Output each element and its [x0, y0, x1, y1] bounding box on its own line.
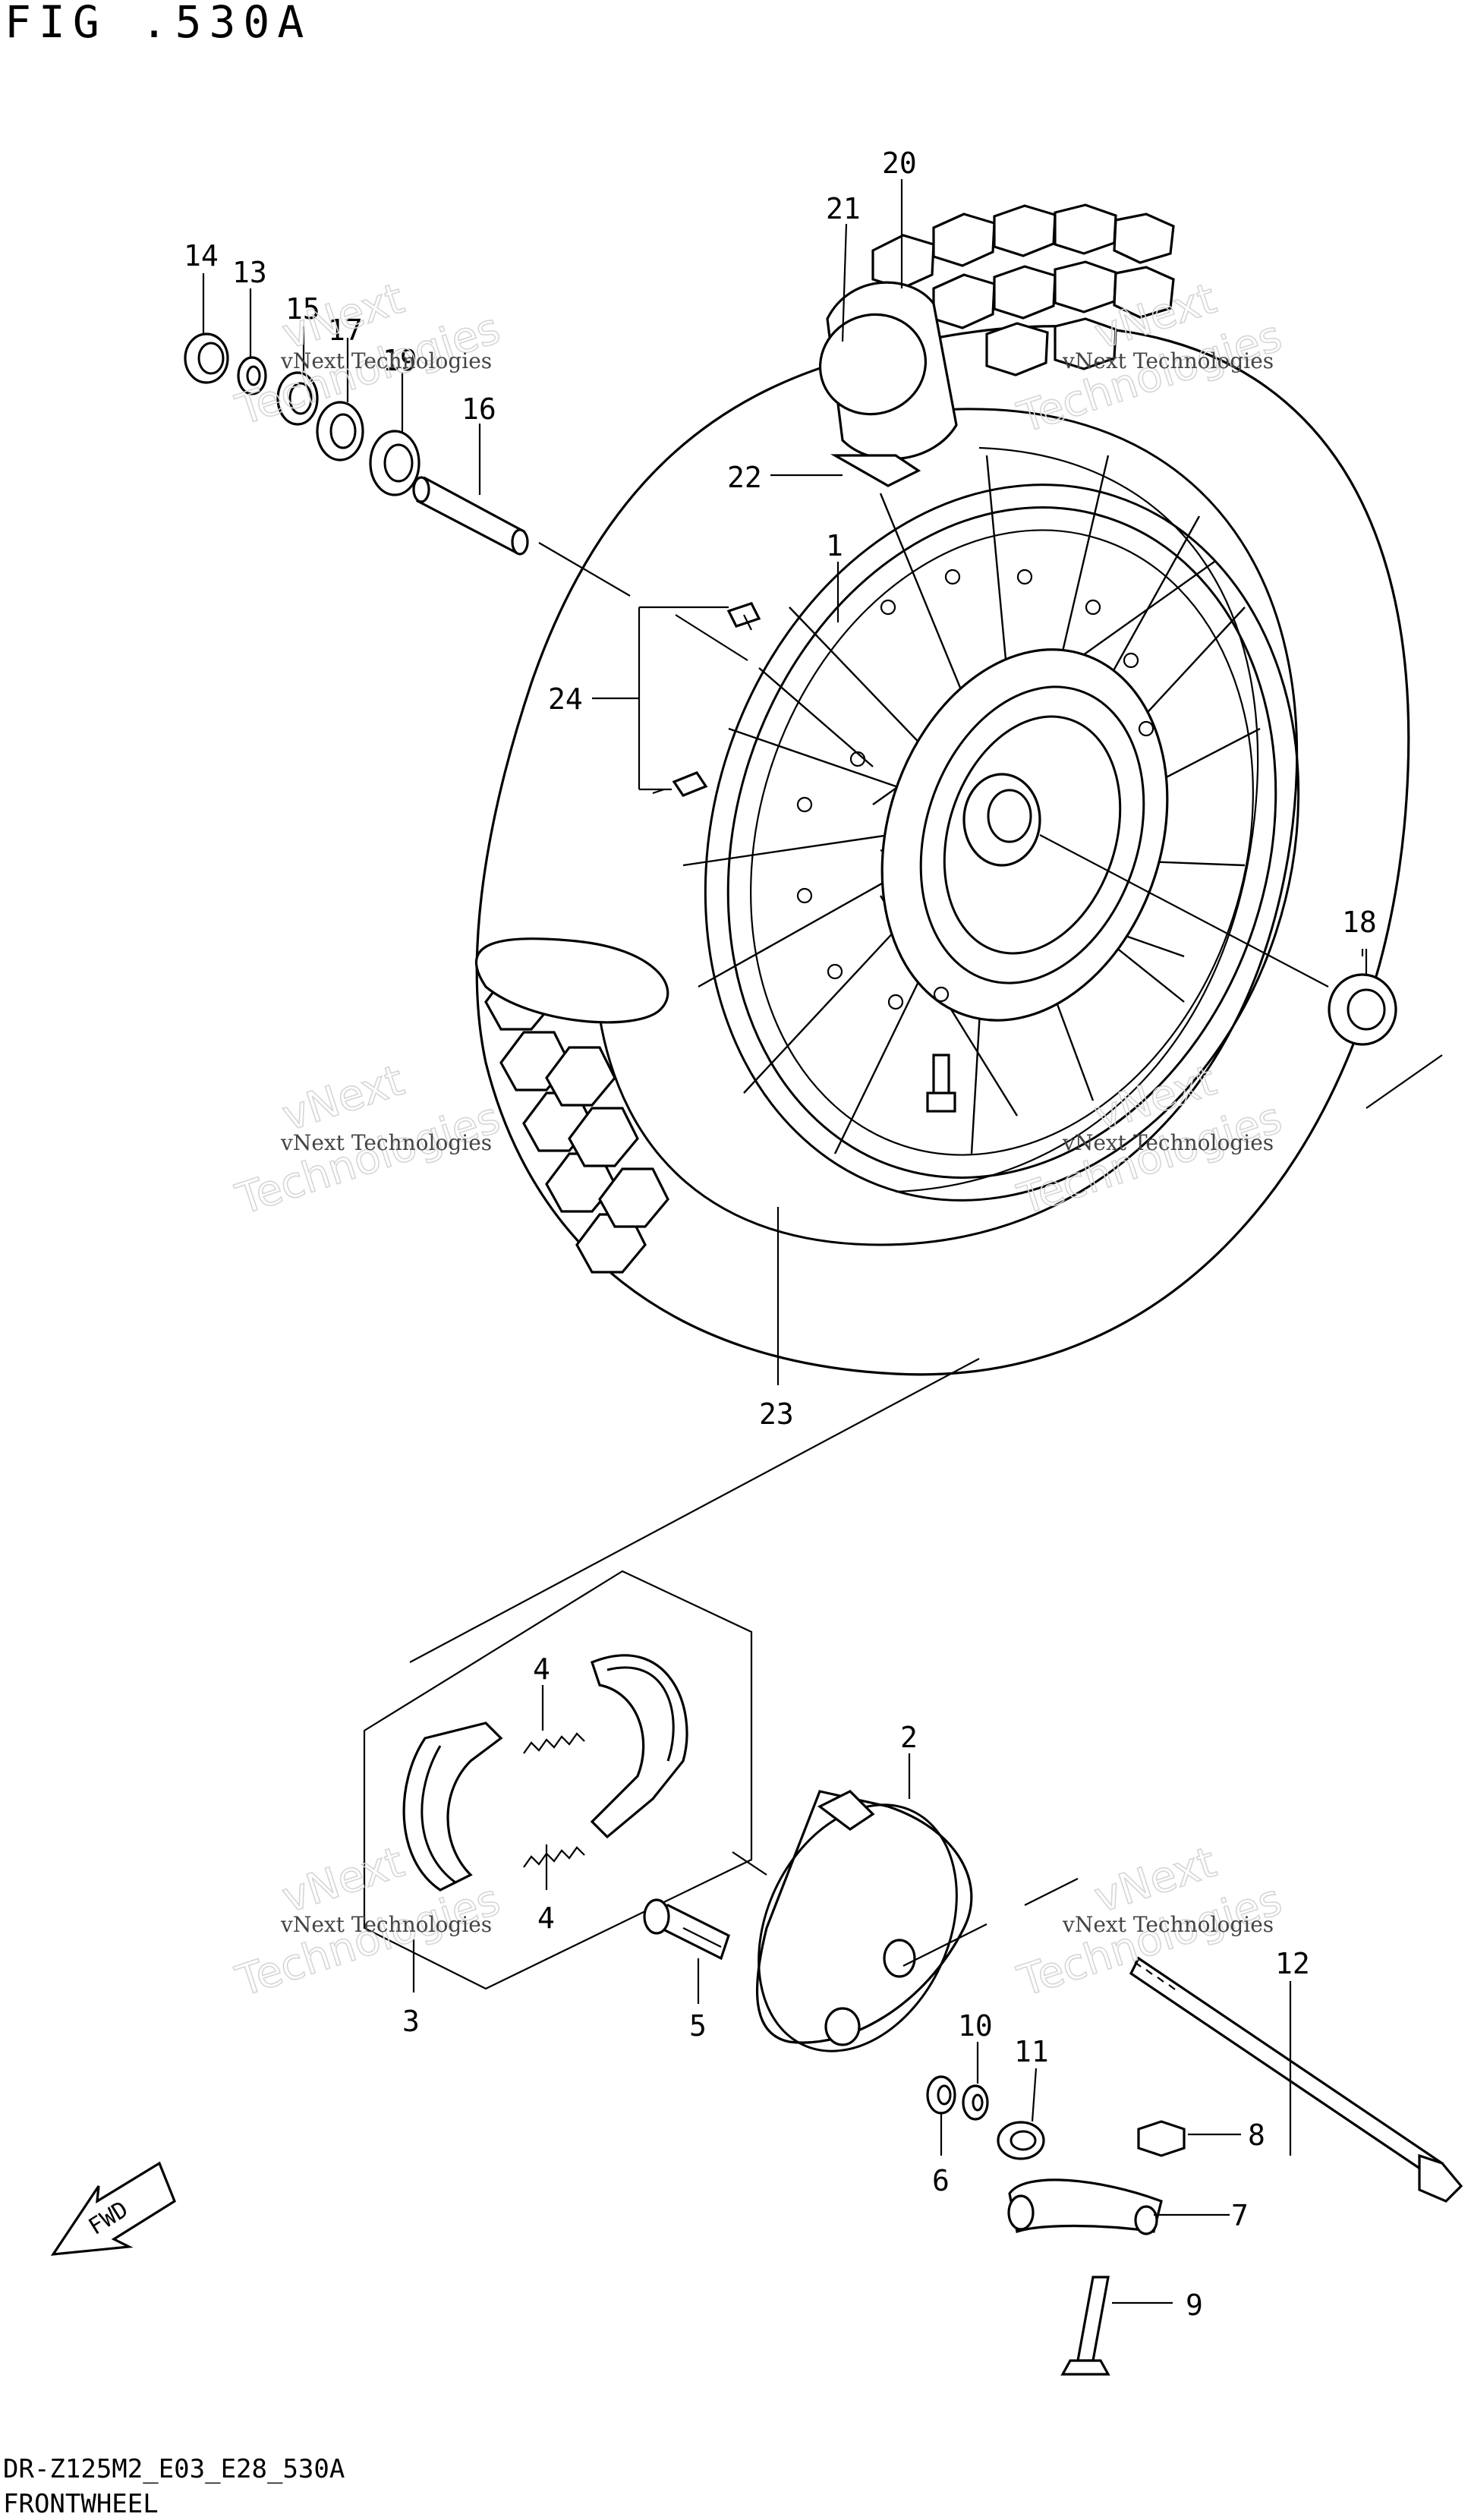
bolt-9: [1060, 2276, 1110, 2376]
hub: [796, 569, 1169, 1022]
figure-name: FRONTWHEEL: [3, 2489, 159, 2519]
callout-7: 7: [1231, 2199, 1249, 2232]
callout-16: 16: [461, 392, 496, 426]
callout-24: 24: [548, 682, 583, 716]
callout-3: 3: [402, 2005, 420, 2038]
callout-2: 2: [900, 1721, 918, 1754]
callout-21: 21: [826, 192, 861, 225]
callout-15: 15: [285, 292, 320, 326]
cam-5: [643, 1898, 730, 1961]
fwd-arrow-icon: FWD: [50, 2161, 176, 2256]
callout-8: 8: [1248, 2118, 1265, 2152]
watermark-5: vNext Technologies: [280, 1912, 492, 1937]
watermark-1: vNext Technologies: [280, 348, 492, 373]
bearing-18: [1328, 973, 1397, 1046]
nut-8: [1137, 2120, 1186, 2157]
tread-top: [871, 203, 1175, 376]
bearing-17: [316, 401, 364, 461]
watermark-2: vNext Technologies: [1062, 348, 1274, 373]
brake-shoe-left: [402, 1721, 503, 1892]
leader-lines: [202, 179, 1443, 2304]
dust-seal-14: [184, 332, 229, 384]
callout-17: 17: [328, 313, 363, 347]
spring-upper: [523, 1732, 585, 1754]
clip-11: [997, 2121, 1045, 2160]
callout-4-lower: 4: [537, 1901, 555, 1935]
washer-6: [926, 2075, 956, 2115]
figure-code: DR-Z125M2_E03_E28_530A: [3, 2454, 345, 2484]
watermark-4: vNext Technologies: [1062, 1130, 1274, 1155]
rim: [704, 484, 1300, 1202]
callout-labels: 1 2 3 4 4 5 6 7 8 9 10 11 12 13 14 15 17…: [184, 146, 1377, 2322]
callout-20: 20: [882, 146, 917, 180]
callout-12: 12: [1275, 1947, 1310, 1980]
callout-19: 19: [383, 344, 417, 377]
watermark-3: vNext Technologies: [280, 1130, 492, 1155]
watermark-6: vNext Technologies: [1062, 1912, 1274, 1937]
brake-panel-2: [755, 1790, 973, 2052]
collar-13: [237, 356, 267, 395]
bearing-19: [369, 430, 421, 496]
callout-22: 22: [727, 461, 762, 494]
callout-9: 9: [1186, 2288, 1203, 2322]
brake-shoe-right: [590, 1654, 688, 1839]
brake-shoe-box: [363, 1570, 753, 1990]
callout-18: 18: [1342, 906, 1377, 939]
oil-seal-15: [276, 371, 319, 426]
spacer-16: [412, 476, 529, 556]
callout-4-upper: 4: [533, 1652, 550, 1686]
callout-10: 10: [958, 2009, 993, 2043]
callout-11: 11: [1014, 2035, 1049, 2068]
valve-stem: [926, 1054, 956, 1113]
callout-1: 1: [826, 529, 843, 562]
callout-13: 13: [232, 256, 267, 289]
washer-10: [962, 2084, 989, 2121]
callout-6: 6: [932, 2164, 950, 2197]
lever-7: [1007, 2178, 1163, 2235]
rim-band: [818, 281, 958, 487]
screws-24: [652, 602, 761, 797]
axle-12: [1129, 1956, 1463, 2203]
figure-title: FIG .530A: [5, 0, 312, 48]
callout-5: 5: [689, 2009, 707, 2043]
callout-23: 23: [759, 1397, 794, 1431]
spring-lower: [523, 1846, 585, 1868]
callout-14: 14: [184, 239, 219, 272]
